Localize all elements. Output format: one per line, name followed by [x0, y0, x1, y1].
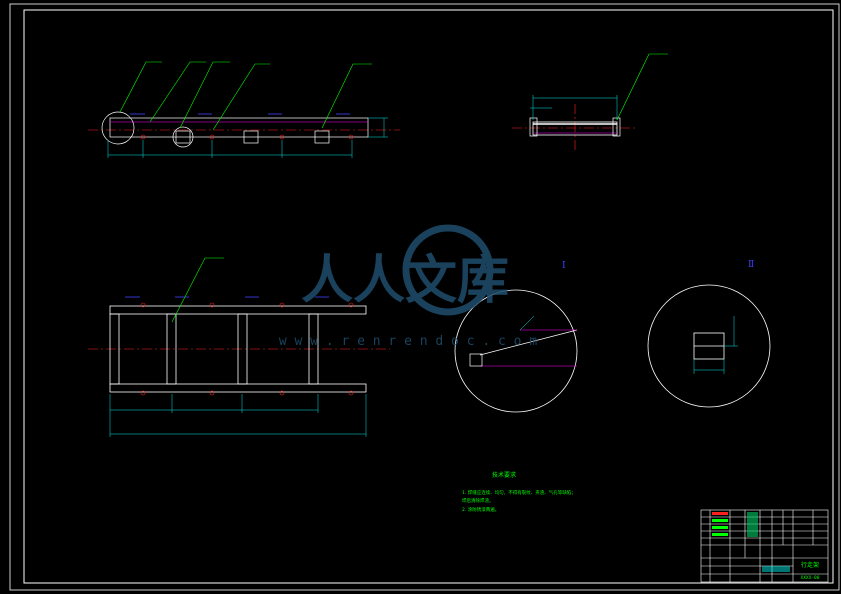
detail-circle-small	[172, 126, 194, 148]
front-view	[88, 257, 390, 437]
watermark-url-text: w w w . r e n r e n d o c . c o m	[279, 334, 537, 349]
technical-notes: 技术要求 1. 焊缝应连续、均匀，不得有裂纹、夹渣、气孔等缺陷； 焊后清除焊渣。…	[462, 471, 576, 513]
leader-1	[119, 61, 162, 113]
detail-i-dim	[519, 315, 535, 331]
hole-mark	[279, 390, 285, 396]
tb-green-mark	[712, 526, 728, 529]
hole-mark	[279, 134, 285, 140]
title-block-fills	[712, 512, 790, 572]
hole-mark	[209, 302, 215, 308]
outer-border	[9, 3, 840, 591]
tb-green-mark	[712, 533, 728, 536]
tb-red-mark	[712, 512, 728, 515]
top-view-beam	[109, 117, 369, 138]
top-view-bolt-box-2	[243, 130, 259, 144]
hole-mark	[209, 134, 215, 140]
drawing-code: XXXX-00	[801, 575, 820, 581]
hole-mark	[140, 302, 146, 308]
hole-mark	[140, 390, 146, 396]
front-view-post-1	[109, 313, 120, 385]
detail-view-i: Ⅰ	[454, 261, 578, 413]
notes-line-1: 1. 焊缝应连续、均匀，不得有裂纹、夹渣、气孔等缺陷；	[462, 489, 576, 496]
hole-mark	[348, 302, 354, 308]
hole-mark	[348, 390, 354, 396]
watermark-logo-ring	[402, 224, 494, 316]
detail-ii-circle	[647, 284, 771, 408]
hole-mark	[140, 134, 146, 140]
detail-circle-i	[101, 111, 135, 145]
leader-5	[321, 63, 372, 129]
leader-3	[179, 61, 230, 129]
detail-marker-ii: Ⅱ	[748, 260, 754, 270]
leader-4	[212, 63, 270, 131]
top-view-bolt-box-1	[175, 130, 191, 144]
leader-2	[149, 61, 206, 123]
side-view-end-left	[529, 117, 538, 137]
hole-mark	[209, 390, 215, 396]
tb-green-mark	[712, 519, 728, 522]
watermark-brand-text: 人人文库	[301, 251, 509, 311]
title-block-frame	[700, 509, 829, 583]
side-view-body	[532, 121, 618, 136]
detail-i-profile	[469, 353, 483, 367]
watermark: 人人文库 w w w . r e n r e n d o c . c o m	[279, 224, 537, 349]
hole-mark	[348, 134, 354, 140]
detail-marker-i: Ⅰ	[562, 261, 566, 271]
inner-border	[23, 9, 834, 584]
notes-line-3: 2. 涂防锈漆两遍。	[462, 506, 499, 513]
top-view-bolt-box-3	[314, 130, 330, 144]
front-view-bottom-rail	[109, 383, 367, 393]
detail-i-circle	[454, 289, 578, 413]
front-view-post-2	[166, 313, 177, 385]
detail-view-ii: Ⅱ	[647, 260, 771, 408]
front-view-post-3	[237, 313, 248, 385]
top-view	[88, 61, 400, 158]
tb-green-mark	[747, 512, 758, 537]
leader-6	[616, 53, 668, 121]
drawing-name: 行走架	[801, 561, 819, 569]
notes-title: 技术要求	[492, 471, 516, 479]
detail-i-top-line	[479, 329, 578, 356]
hole-mark	[279, 302, 285, 308]
front-view-post-4	[308, 313, 319, 385]
side-view-end-right	[612, 117, 621, 137]
side-view	[512, 53, 668, 152]
notes-line-2: 焊后清除焊渣。	[462, 497, 494, 504]
tb-cyan-mark	[762, 566, 790, 572]
leader-7	[171, 257, 224, 323]
